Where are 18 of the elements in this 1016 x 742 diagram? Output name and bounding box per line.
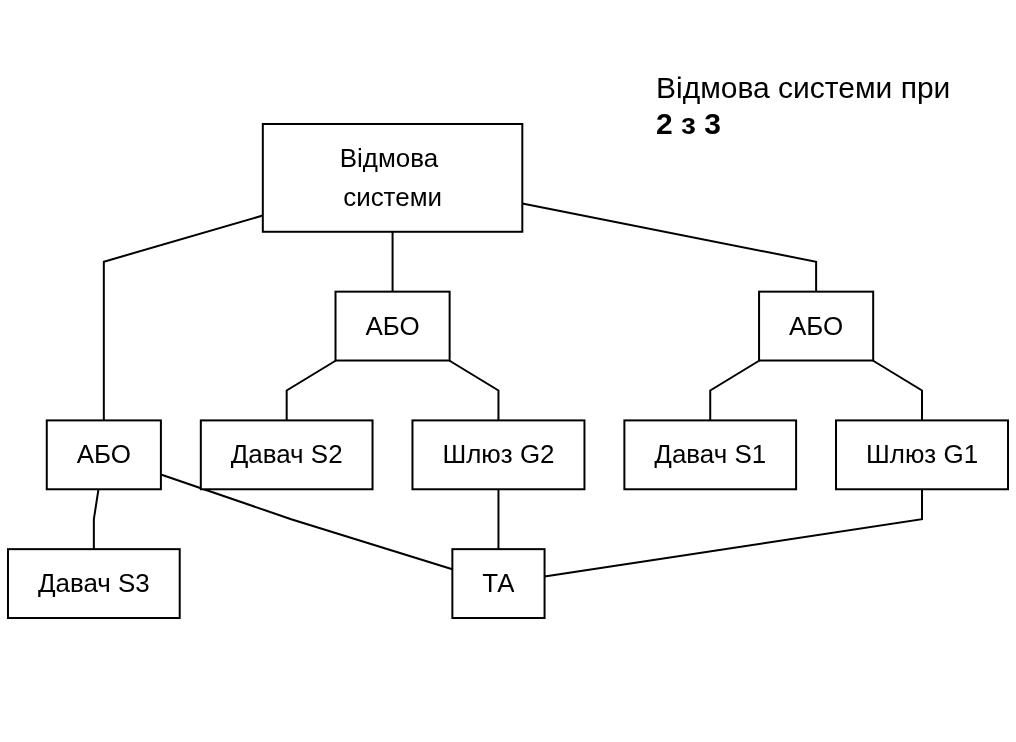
connector: [497, 488, 500, 551]
node-box: АБО: [758, 290, 875, 362]
node-box: Відмова системи: [261, 123, 524, 233]
node-box: Давач S3: [7, 548, 181, 619]
connector: [871, 359, 923, 422]
node-box: АБО: [45, 419, 162, 491]
node-box: Давач S1: [623, 419, 798, 491]
connector: [92, 488, 100, 551]
node-box: ТА: [451, 548, 546, 619]
node-box: АБО: [334, 290, 451, 362]
connector: [391, 230, 394, 293]
node-box: Шлюз G1: [835, 419, 1009, 491]
node-box: Давач S2: [199, 419, 374, 491]
connector: [285, 359, 337, 422]
connector: [448, 359, 500, 422]
note-text: Відмова системи при 2 з 3: [656, 70, 952, 142]
connector: [709, 359, 761, 422]
node-box: Шлюз G2: [411, 419, 586, 491]
